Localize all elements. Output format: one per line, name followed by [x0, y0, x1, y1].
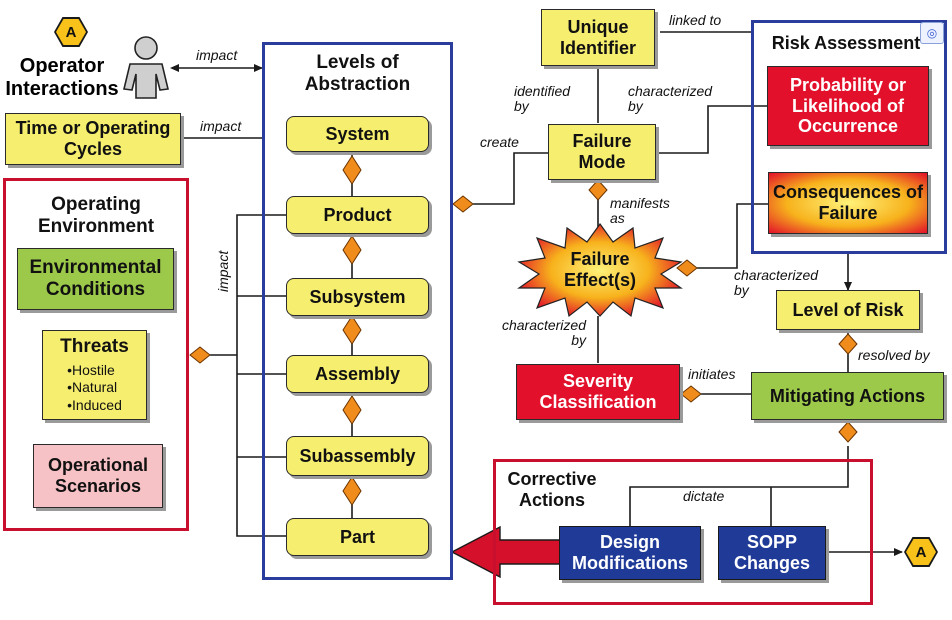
diamond-level-of-risk — [838, 333, 858, 355]
diamond-create — [452, 195, 474, 213]
threats-list: Hostile Natural Induced — [67, 362, 122, 415]
diamond-levels-3 — [342, 315, 362, 345]
sopp-changes-box: SOPP Changes — [718, 526, 826, 580]
failure-to-probability-line — [655, 105, 767, 154]
diamond-effects — [676, 259, 698, 277]
time-operating-cycles-box: Time or Operating Cycles — [5, 113, 181, 165]
level-subassembly: Subassembly — [286, 436, 429, 476]
label-impact-time: impact — [200, 118, 242, 134]
label-characterized-by-probability: characterized by — [628, 83, 713, 115]
level-of-risk-box: Level of Risk — [776, 290, 920, 330]
diamond-mitigating-left — [680, 385, 702, 403]
diamond-failure-mode — [588, 179, 608, 201]
operating-environment-title: Operating Environment — [37, 194, 155, 237]
label-resolved-by: resolved by — [858, 347, 930, 363]
diamond-levels-1 — [342, 155, 362, 185]
failure-effects-label: Failure Effect(s) — [563, 249, 636, 290]
risk-assessment-title: Risk Assessment — [771, 33, 921, 53]
environmental-conditions-box: Environmental Conditions — [17, 248, 174, 310]
level-part: Part — [286, 518, 429, 556]
label-dictate: dictate — [683, 488, 725, 504]
create-line — [473, 152, 548, 205]
label-create: create — [480, 134, 519, 150]
operator-interactions-label: Operator Interactions — [5, 55, 119, 100]
level-system: System — [286, 116, 429, 152]
operating-environment-frame — [3, 178, 189, 531]
levels-of-abstraction-title: Levels of Abstraction — [304, 52, 411, 95]
corrective-actions-frame — [493, 459, 873, 605]
mitigating-actions-box: Mitigating Actions — [751, 372, 944, 420]
mitigating-to-corrective-line — [629, 446, 849, 526]
label-initiates: initiates — [688, 366, 736, 382]
label-identified-by: identified by — [514, 83, 571, 115]
risk-assessment-frame — [751, 20, 947, 254]
levels-of-abstraction-frame — [262, 42, 453, 580]
threat-item: Hostile — [67, 362, 122, 380]
diamond-environment — [189, 346, 211, 364]
label-impact-environment: impact — [215, 251, 231, 292]
threat-item: Induced — [67, 397, 122, 415]
level-subsystem: Subsystem — [286, 278, 429, 316]
severity-classification-box: Severity Classification — [516, 364, 680, 420]
label-linked-to: linked to — [669, 12, 722, 28]
failure-mode-box: Failure Mode — [548, 124, 656, 180]
operational-scenarios-box: Operational Scenarios — [33, 444, 163, 508]
consequences-box: Consequences of Failure — [768, 172, 928, 234]
diamond-levels-5 — [342, 476, 362, 506]
design-modifications-box: Design Modifications — [559, 526, 701, 580]
design-to-part-arrow — [450, 525, 561, 579]
threat-item: Natural — [67, 379, 122, 397]
probability-box: Probability or Likelihood of Occurrence — [767, 66, 929, 146]
corrective-actions-title: Corrective Actions — [507, 469, 597, 510]
label-impact-operator: impact — [196, 47, 238, 63]
threats-box: Threats Hostile Natural Induced — [42, 330, 147, 420]
label-manifests-as: manifests as — [610, 195, 670, 227]
impact-env-text: impact — [215, 250, 231, 292]
label-characterized-by-severity: characterized by — [501, 317, 586, 349]
diamond-levels-4 — [342, 395, 362, 425]
level-product: Product — [286, 196, 429, 234]
failure-effects-starburst — [517, 222, 683, 318]
threats-title: Threats — [60, 335, 129, 357]
unique-identifier-box: Unique Identifier — [541, 9, 655, 66]
person-icon — [123, 36, 169, 99]
label-characterized-by-consequences: characterized by — [734, 267, 819, 299]
level-assembly: Assembly — [286, 355, 429, 393]
diamond-mitigating-bottom — [838, 421, 858, 443]
corner-icon: ◎ — [920, 22, 944, 44]
diamond-levels-2 — [342, 235, 362, 265]
